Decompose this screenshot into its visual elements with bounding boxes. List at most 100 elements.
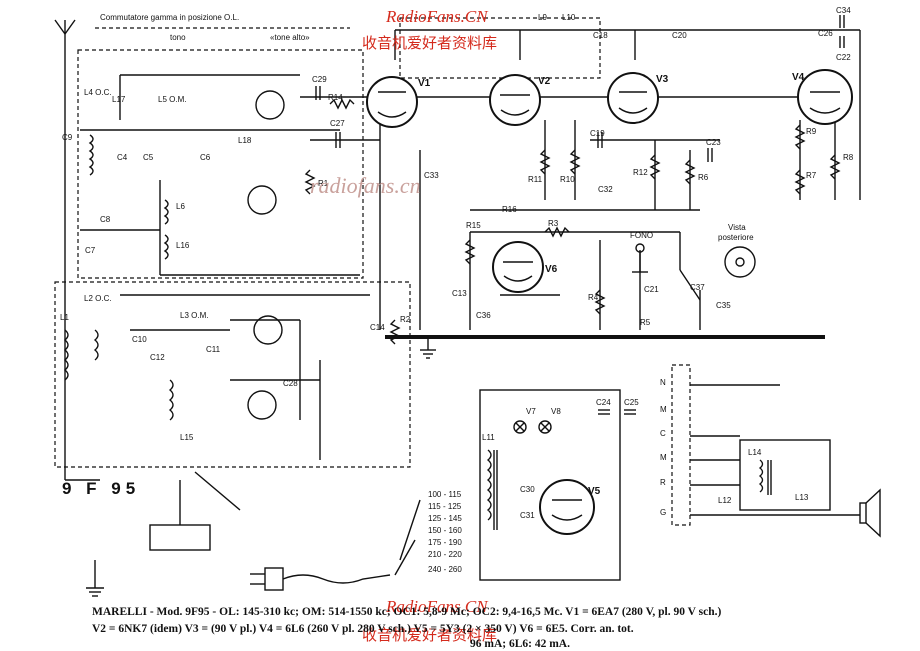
coil-l3-label: L3 O.M. (180, 311, 208, 320)
cap-c32-label: C32 (598, 185, 613, 194)
tube-v5: V5 (539, 479, 601, 535)
terminal-strip: N M C M R G (660, 364, 860, 526)
tuning-mechanism-icon (149, 471, 241, 551)
caption-line-1: MARELLI - Mod. 9F95 - OL: 145-310 kc; OM… (92, 606, 722, 618)
fono-label: FONO (630, 231, 653, 240)
cap-c26-label: C26 (818, 29, 833, 38)
cap-c22-label: C22 (836, 53, 851, 62)
cap-c25-label: C25 (624, 398, 639, 407)
res-r14-label: R14 (328, 93, 343, 102)
coil-l14-label: L12 (718, 496, 732, 505)
socket-rear-view-icon: Vista posteriore (718, 223, 756, 278)
coil-l2-label: L2 O.C. (84, 294, 112, 303)
header-line-1: Commutatore gamma in posizione O.L. (100, 13, 239, 22)
cap-c30-label: C30 (520, 485, 535, 494)
cap-c21-label: C21 (644, 285, 659, 294)
cap-c34-label: C34 (836, 6, 851, 15)
cap-c35-label: C35 (716, 301, 731, 310)
coil-l5-label: L5 O.M. (158, 95, 186, 104)
tube-v6: V6 (492, 241, 558, 293)
cap-c18-label: C18 (593, 31, 608, 40)
cap-c9-label: C9 (62, 133, 73, 142)
coil-l17-label: L17 (112, 95, 126, 104)
terminal-n: N (660, 378, 666, 387)
rf-section-box-lower (54, 281, 411, 468)
cap-c31-label: C31 (520, 511, 535, 520)
cap-c5-label: C5 (143, 153, 154, 162)
lamp-v7-icon: V7 (513, 407, 536, 434)
band-switch-upper-icon (247, 90, 285, 215)
tube-v2-label: V2 (538, 76, 551, 87)
res-r2-label: R2 (400, 315, 411, 324)
coil-l15-label: L15 (180, 433, 194, 442)
mains-plug-icon (250, 567, 391, 591)
watermark-top-latin: RadioFans.CN (385, 7, 489, 26)
tap-label-3: 150 - 160 (428, 526, 462, 535)
tube-v4: V4 (792, 69, 853, 125)
res-r15-label: R15 (466, 221, 481, 230)
coil-l16-label: L16 (176, 241, 190, 250)
fono-jack-icon: FONO (630, 231, 653, 273)
watermark-center: radiofans.cn (310, 173, 421, 198)
rf-section-box-upper (77, 49, 364, 279)
coil-l1-label: L1 (60, 313, 69, 322)
tap-label-2: 125 - 145 (428, 514, 462, 523)
band-switch-lower-icon (247, 315, 283, 420)
cap-c13-label: C13 (452, 289, 467, 298)
tube-v3: V3 (607, 72, 669, 124)
cap-c20-label: C20 (672, 31, 687, 40)
res-r11-label: R11 (528, 175, 543, 184)
rf-coils (63, 134, 174, 421)
cap-c37-label: C37 (690, 283, 705, 292)
res-r9-label: R9 (806, 127, 817, 136)
cap-c29-label: C29 (312, 75, 327, 84)
terminal-m2: M (660, 453, 667, 462)
coil-l4-label: L4 O.C. (84, 88, 112, 97)
tap-label-4: 175 - 190 (428, 538, 462, 547)
cap-c12-label: C12 (150, 353, 165, 362)
tap-label-0: 100 - 115 (428, 490, 462, 499)
cap-c11-label: C11 (206, 345, 221, 354)
res-r10-label: R10 (560, 175, 575, 184)
main-wiring (64, 29, 861, 481)
tube-v5-label: V5 (588, 486, 601, 497)
speaker-icon (859, 488, 881, 538)
lamp-v8-icon: V8 (538, 407, 561, 434)
res-r7-label: R7 (806, 171, 817, 180)
tap-label-5: 210 - 220 (428, 550, 462, 559)
voltage-selector: 100 - 115 115 - 125 125 - 145 150 - 160 … (394, 490, 462, 576)
cap-c36-label: C36 (476, 311, 491, 320)
coil-l6-label: L6 (176, 202, 185, 211)
tube-v1: V1 (366, 76, 431, 128)
if-can-box (399, 17, 601, 79)
cap-c27-label: C27 (330, 119, 345, 128)
cap-c23-label: C23 (706, 138, 721, 147)
model-label: 9 F 95 (62, 479, 140, 498)
output-transformer: L14 L12 L13 (718, 439, 831, 511)
vista-label: Vista (728, 223, 746, 232)
terminal-g: G (660, 508, 666, 517)
res-r16-label: R16 (502, 205, 517, 214)
res-r3-label: R3 (548, 219, 559, 228)
coil-l10-label: L10 (562, 13, 576, 22)
cap-c7-label: C7 (85, 246, 96, 255)
tube-v2: V2 (489, 74, 551, 126)
tube-v4-label: V4 (792, 72, 805, 83)
resistor-symbols (304, 98, 841, 345)
posteriore-label: posteriore (718, 233, 754, 242)
cap-c4-label: C4 (117, 153, 128, 162)
tube-v6-label: V6 (545, 264, 558, 275)
lamp-v8-label: V8 (551, 407, 561, 416)
cap-c33-label: C33 (424, 171, 439, 180)
terminal-c: C (660, 429, 666, 438)
watermark-bottom-cn: 收音机爱好者资料库 (362, 626, 497, 644)
cap-c28-label: C28 (283, 379, 298, 388)
res-r4-label: R4 (588, 293, 599, 302)
cap-c24-label: C24 (596, 398, 611, 407)
res-r1-label: R1 (318, 179, 329, 188)
coil-l11-label: L14 (748, 448, 762, 457)
caption-line-2: V2 = 6NK7 (idem) V3 = (90 V pl.) V4 = 6L… (92, 623, 634, 635)
cap-c6-label: C6 (200, 153, 211, 162)
coil-l9-label: L9 (538, 13, 547, 22)
